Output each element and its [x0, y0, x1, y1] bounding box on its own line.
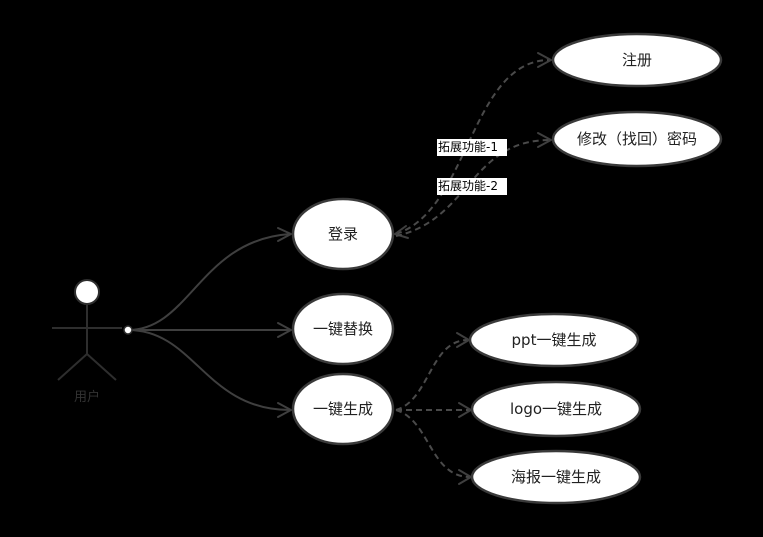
usecase-login-label: 登录 — [328, 225, 358, 243]
arrowhead-poster — [458, 469, 472, 485]
arrowhead-password — [537, 132, 552, 148]
edge-actor-generate — [127, 329, 291, 411]
arrowhead-register — [537, 52, 552, 68]
usecase-password-shape — [551, 110, 723, 168]
edge-label-ext2: 拓展功能-2 — [438, 179, 498, 193]
usecase-poster[interactable]: 海报一键生成 — [470, 449, 642, 505]
arrowhead-replace — [277, 322, 292, 338]
usecase-password-label: 修改（找回）密码 — [577, 130, 697, 148]
actor-right-leg — [86, 353, 117, 381]
usecase-ppt[interactable]: ppt一键生成 — [468, 312, 640, 368]
usecase-ppt-shape — [468, 312, 640, 368]
usecase-replace[interactable]: 一键替换 — [291, 292, 395, 366]
usecase-register-shape — [551, 32, 723, 88]
usecase-logo-label: logo一键生成 — [510, 400, 602, 418]
usecase-generate-label: 一键生成 — [313, 400, 373, 418]
usecase-password[interactable]: 修改（找回）密码 — [551, 110, 723, 168]
usecase-replace-label: 一键替换 — [313, 320, 373, 338]
usecase-poster-shape — [470, 449, 642, 505]
arrowhead-generate — [277, 402, 292, 418]
edge-label-ext2-bg — [437, 178, 507, 195]
actor-left-leg — [57, 353, 88, 381]
usecase-login[interactable]: 登录 — [291, 197, 395, 271]
usecase-generate-shape — [291, 372, 395, 446]
edge-label-ext1-bg — [437, 139, 507, 156]
edge-generate-ppt — [395, 339, 469, 411]
usecase-register-label: 注册 — [622, 51, 652, 69]
usecase-ppt-label: ppt一键生成 — [512, 331, 597, 349]
usecase-generate[interactable]: 一键生成 — [291, 372, 395, 446]
edge-actor-login — [127, 233, 291, 331]
arrowhead-ppt — [456, 332, 470, 348]
actor-user: 用户 — [52, 279, 122, 405]
edge-generate-poster — [395, 409, 471, 478]
usecase-poster-label: 海报一键生成 — [511, 468, 601, 486]
arrowhead-login-ext1 — [394, 225, 409, 239]
edge-register-login — [395, 59, 551, 235]
usecase-register[interactable]: 注册 — [551, 32, 723, 88]
usecase-replace-shape — [291, 292, 395, 366]
usecase-logo-shape — [470, 380, 642, 438]
actor-head — [74, 279, 100, 305]
actor-connection-point — [123, 325, 133, 335]
usecase-login-shape — [291, 197, 395, 271]
arrowhead-login — [277, 227, 292, 242]
edge-label-ext1: 拓展功能-1 — [438, 140, 498, 154]
usecase-logo[interactable]: logo一键生成 — [470, 380, 642, 438]
actor-label: 用户 — [74, 389, 100, 405]
